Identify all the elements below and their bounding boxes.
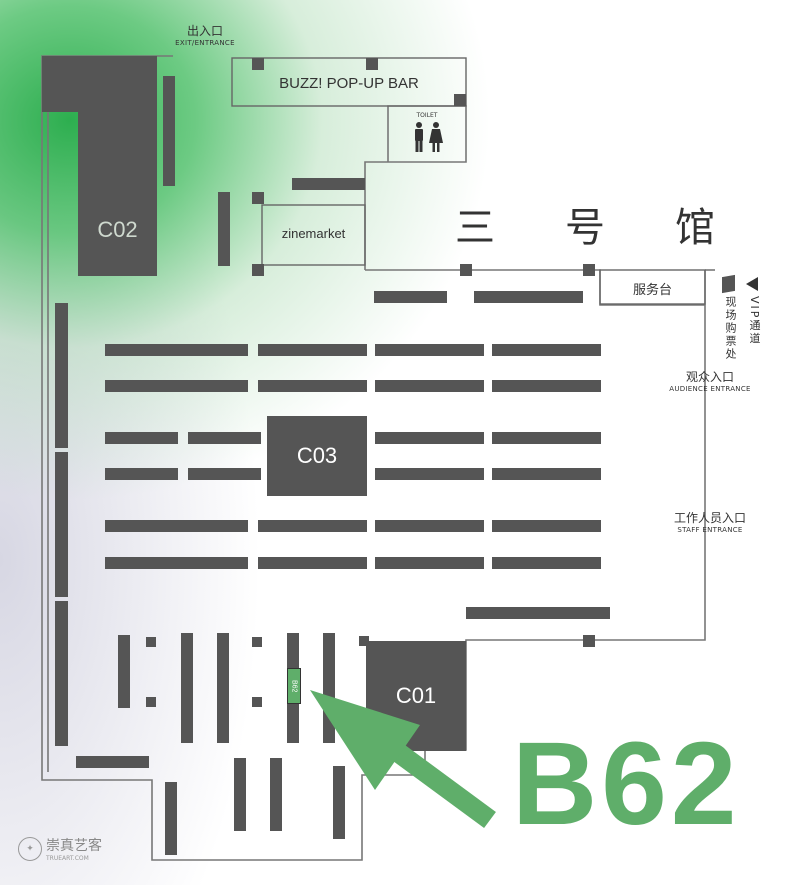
booth-row (492, 468, 601, 480)
booth-row (188, 468, 261, 480)
pillar (292, 178, 365, 190)
wall-booth (55, 303, 68, 448)
pillar (146, 637, 156, 647)
audience-label-en: AUDIENCE ENTRANCE (669, 385, 751, 393)
booth-column (181, 633, 193, 743)
booth-column (270, 758, 282, 831)
booth-row (188, 432, 261, 444)
watermark-cn: 崇真艺客 (46, 838, 102, 854)
hall-c03-label: C03 (296, 443, 338, 468)
audience-entrance[interactable]: 观众入口 AUDIENCE ENTRANCE (655, 368, 765, 393)
pillar (252, 264, 264, 276)
hall-title-char: 馆 (675, 205, 715, 251)
pillar (583, 635, 595, 647)
watermark-en: TRUEART.COM (46, 855, 89, 862)
watermark-logo-icon: ✦ (18, 836, 42, 861)
pillar (252, 637, 262, 647)
pillar (359, 636, 369, 646)
booth-row (105, 557, 248, 569)
booth-row (258, 520, 367, 532)
booth-highlight-label: B62 (512, 718, 741, 850)
pillar (146, 697, 156, 707)
booth-column (165, 782, 177, 855)
booth-row (375, 520, 484, 532)
hall-c02-stem (78, 56, 157, 276)
booth-row (375, 468, 484, 480)
staff-label-en: STAFF ENTRANCE (677, 526, 743, 534)
booth-row (105, 380, 248, 392)
wall-booth (55, 452, 68, 597)
hall-title-char: 号 (565, 205, 605, 251)
hall-c02-label: C02 (97, 217, 138, 242)
booth-b62[interactable]: B62 (287, 668, 301, 704)
hall-c03[interactable]: C03 (267, 416, 367, 496)
booth-row (375, 557, 484, 569)
booth-row (374, 291, 447, 303)
booth-row (105, 344, 248, 356)
zinemarket-label: zinemarket (281, 226, 346, 241)
booth-row (474, 291, 583, 303)
toilet-icon (411, 122, 445, 158)
staff-label-cn: 工作人员入口 (673, 511, 746, 525)
exit-label-en: EXIT/ENTRANCE (175, 39, 235, 47)
exit-label-cn: 出入口 (186, 24, 223, 38)
booth-row (492, 380, 601, 392)
pillar (252, 192, 264, 204)
staff-entrance[interactable]: 工作人员入口 STAFF ENTRANCE (650, 509, 770, 534)
pillar (163, 76, 175, 186)
booth-row (76, 756, 149, 768)
booth-row (466, 607, 610, 619)
pillar (218, 192, 230, 266)
vip-arrow-icon (746, 277, 758, 291)
booth-row (258, 557, 367, 569)
pillar (583, 264, 595, 276)
booth-column (118, 635, 130, 708)
booth-row (258, 344, 367, 356)
booth-column (234, 758, 246, 831)
booth-row (492, 432, 601, 444)
pillar (454, 94, 466, 106)
toilet-label: TOILET (416, 112, 438, 119)
pillar (252, 697, 262, 707)
booth-row (492, 344, 601, 356)
booth-column (217, 633, 229, 743)
audience-label-cn: 观众入口 (685, 370, 734, 384)
watermark: ✦ 崇真艺客 TRUEART.COM (18, 835, 102, 862)
ticket-office-label: 现场购票处 (724, 296, 737, 361)
popup-bar-label: BUZZ! POP-UP BAR (279, 75, 419, 92)
service-desk-label: 服务台 (632, 283, 672, 298)
exit-entrance-top: 出入口 EXIT/ENTRANCE (155, 22, 255, 47)
vip-channel-label: VIP通道 (748, 296, 761, 346)
booth-row (492, 557, 601, 569)
booth-row (375, 380, 484, 392)
wall-booth (55, 601, 68, 746)
hall-title-char: 三 (455, 205, 495, 251)
booth-row (105, 468, 178, 480)
booth-row (375, 432, 484, 444)
hall-c02[interactable]: C02 (78, 200, 157, 260)
booth-row (105, 432, 178, 444)
booth-row (258, 380, 367, 392)
booth-row (492, 520, 601, 532)
pillar (252, 58, 264, 70)
booth-column (333, 766, 345, 839)
hall-title: 三 号 馆 (455, 195, 715, 253)
booth-row (105, 520, 248, 532)
pillar (460, 264, 472, 276)
booth-b62-label: B62 (290, 679, 298, 693)
booth-row (375, 344, 484, 356)
pillar (366, 58, 378, 70)
hall-c01-label: C01 (395, 683, 437, 708)
